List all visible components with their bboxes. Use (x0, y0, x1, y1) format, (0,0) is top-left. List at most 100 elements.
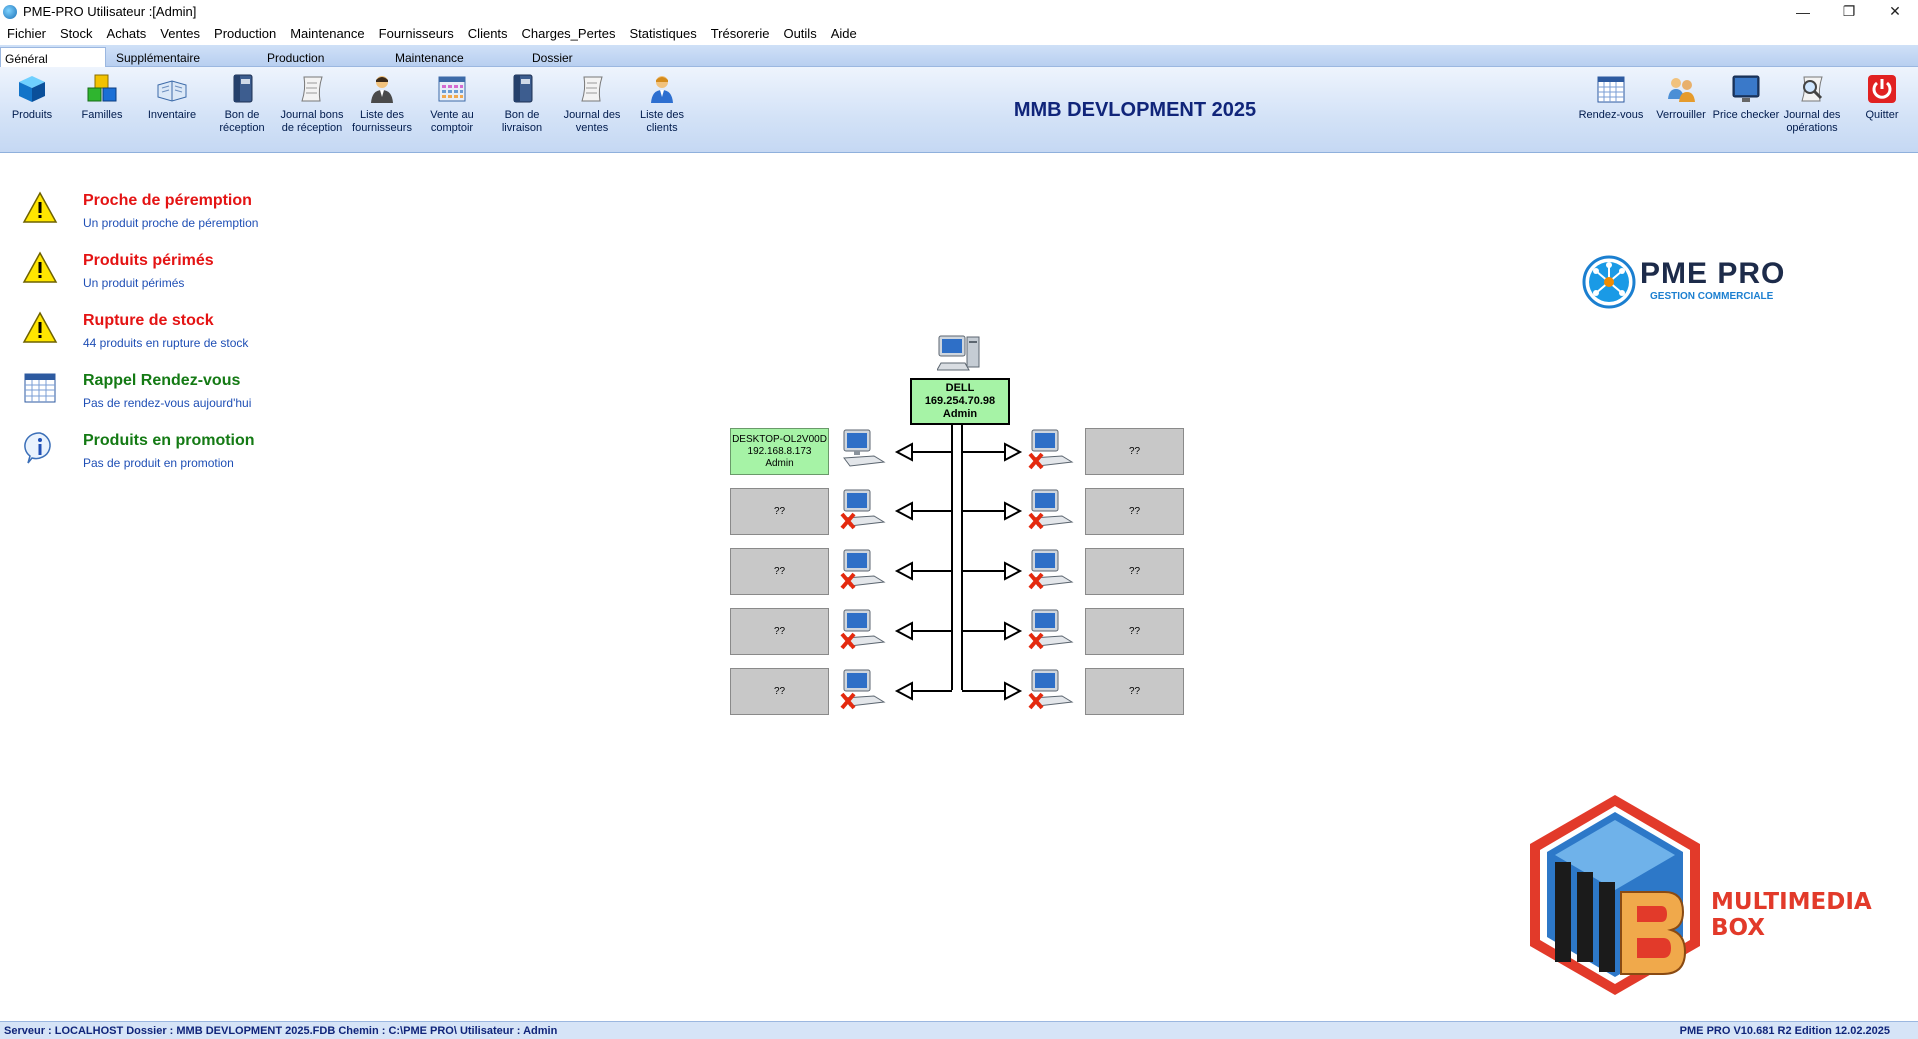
tab-bar: Général Supplémentaire Production Mainte… (0, 45, 1918, 67)
company-title: MMB DEVLOPMENT 2025 (1013, 99, 1257, 121)
client-node-left-3[interactable]: ?? (730, 548, 829, 595)
menu-fichier[interactable]: Fichier (7, 25, 47, 41)
client-node-left-5[interactable]: ?? (730, 668, 829, 715)
search-journal-icon (1796, 73, 1828, 105)
receipt-binder-icon (226, 73, 258, 105)
alert-subtitle[interactable]: 44 produits en rupture de stock (83, 336, 249, 350)
tab-production[interactable]: Production (267, 51, 325, 65)
familles-button[interactable]: Familles (67, 73, 137, 122)
verrouiller-button[interactable]: Verrouiller (1646, 73, 1716, 122)
client-node-right-4[interactable]: ?? (1085, 608, 1184, 655)
menu-stock[interactable]: Stock (60, 25, 93, 41)
scroll-journal-icon (296, 73, 328, 105)
price-checker-button[interactable]: Price checker (1711, 73, 1781, 122)
product-box-icon (16, 73, 48, 105)
monitor-icon (1730, 73, 1762, 105)
bon-de-reception-button[interactable]: Bon de réception (207, 73, 277, 135)
menu-production[interactable]: Production (214, 25, 277, 41)
offline-computer-icon (1028, 609, 1074, 650)
quitter-button[interactable]: Quitter (1847, 73, 1917, 122)
calendar-icon (24, 373, 56, 403)
journal-des-operations-button[interactable]: Journal des opérations (1777, 73, 1847, 135)
menu-fournisseurs[interactable]: Fournisseurs (378, 25, 454, 41)
minimize-button[interactable]: — (1796, 3, 1810, 20)
supplier-person-icon (366, 73, 398, 105)
offline-computer-icon (840, 489, 886, 530)
client-person-icon (646, 73, 678, 105)
offline-computer-icon (1028, 429, 1074, 470)
tab-general[interactable]: Général (0, 47, 106, 67)
mmb-hexagon-logo-icon (1530, 795, 1700, 995)
alert-subtitle[interactable]: Un produit périmés (83, 276, 185, 290)
families-cubes-icon (86, 73, 118, 105)
alert-rappel-rendez-vous[interactable]: Rappel Rendez-vous Pas de rendez-vous au… (22, 370, 362, 420)
liste-fournisseurs-button[interactable]: Liste des fournisseurs (347, 73, 417, 135)
tab-maintenance[interactable]: Maintenance (395, 51, 464, 65)
alert-proche-peremption[interactable]: Proche de péremption Un produit proche d… (22, 190, 362, 240)
tab-dossier[interactable]: Dossier (532, 51, 573, 65)
alert-subtitle[interactable]: Un produit proche de péremption (83, 216, 259, 230)
inventaire-button[interactable]: Inventaire (137, 73, 207, 122)
vente-au-comptoir-button[interactable]: Vente au comptoir (417, 73, 487, 135)
warning-icon (22, 191, 58, 223)
online-computer-icon (843, 429, 886, 467)
client-node-left-2[interactable]: ?? (730, 488, 829, 535)
menu-statistiques[interactable]: Statistiques (629, 25, 697, 41)
calendar-icon (1595, 73, 1627, 105)
alert-title: Rupture de stock (83, 312, 214, 329)
tab-supplementaire[interactable]: Supplémentaire (116, 51, 201, 65)
journal-bons-reception-button[interactable]: Journal bons de réception (277, 73, 347, 135)
offline-computer-icon (1028, 669, 1074, 710)
journal-des-ventes-button[interactable]: Journal des ventes (557, 73, 627, 135)
alert-produits-promotion[interactable]: Produits en promotion Pas de produit en … (22, 430, 362, 480)
menu-aide[interactable]: Aide (830, 25, 857, 41)
produits-button[interactable]: Produits (0, 73, 67, 122)
alert-title: Produits en promotion (83, 432, 255, 449)
client-node-left-1[interactable]: DESKTOP-OL2V00D 192.168.8.173 Admin (730, 428, 829, 475)
alert-rupture-stock[interactable]: Rupture de stock 44 produits en rupture … (22, 310, 362, 360)
multimedia-box-logo: MULTIMEDIA BOX (1525, 792, 1905, 998)
menu-bar: Fichier Stock Achats Ventes Production M… (0, 23, 1918, 43)
alert-produits-perimes[interactable]: Produits périmés Un produit périmés (22, 250, 362, 300)
window-title: PME-PRO Utilisateur :[Admin] (23, 4, 197, 19)
menu-ventes[interactable]: Ventes (160, 25, 201, 41)
client-node-left-4[interactable]: ?? (730, 608, 829, 655)
offline-computer-icon (840, 549, 886, 590)
counter-sale-icon (436, 73, 468, 105)
status-version-text: PME PRO V10.681 R2 Edition 12.02.2025 (1679, 1024, 1890, 1037)
alert-subtitle[interactable]: Pas de rendez-vous aujourd'hui (83, 396, 252, 410)
offline-computer-icon (1028, 489, 1074, 530)
power-icon (1866, 73, 1898, 105)
server-node[interactable]: DELL 169.254.70.98 Admin (910, 378, 1010, 425)
warning-icon (22, 251, 58, 283)
offline-computer-icon (1028, 549, 1074, 590)
menu-achats[interactable]: Achats (106, 25, 147, 41)
alert-title: Proche de péremption (83, 192, 252, 209)
client-node-right-3[interactable]: ?? (1085, 548, 1184, 595)
window-controls: — ❐ ✕ (1780, 0, 1918, 23)
sales-scroll-icon (576, 73, 608, 105)
ribbon-toolbar: Produits Familles Inventaire Bon de réce… (0, 67, 1918, 153)
status-left-text: Serveur : LOCALHOST Dossier : MMB DEVLOP… (4, 1024, 558, 1037)
bon-de-livraison-button[interactable]: Bon de livraison (487, 73, 557, 135)
maximize-button[interactable]: ❐ (1842, 3, 1856, 19)
rendez-vous-button[interactable]: Rendez-vous (1576, 73, 1646, 122)
status-bar: Serveur : LOCALHOST Dossier : MMB DEVLOP… (0, 1021, 1918, 1039)
client-node-right-1[interactable]: ?? (1085, 428, 1184, 475)
alert-title: Rappel Rendez-vous (83, 372, 241, 389)
client-node-right-2[interactable]: ?? (1085, 488, 1184, 535)
alert-title: Produits périmés (83, 252, 214, 269)
info-icon (24, 432, 51, 464)
menu-outils[interactable]: Outils (783, 25, 817, 41)
lock-users-icon (1665, 73, 1697, 105)
menu-maintenance[interactable]: Maintenance (290, 25, 365, 41)
app-logo-icon (3, 4, 17, 19)
liste-des-clients-button[interactable]: Liste des clients (627, 73, 697, 135)
menu-charges-pertes[interactable]: Charges_Pertes (521, 25, 616, 41)
alert-subtitle[interactable]: Pas de produit en promotion (83, 456, 234, 470)
menu-clients[interactable]: Clients (467, 25, 508, 41)
client-node-right-5[interactable]: ?? (1085, 668, 1184, 715)
offline-computer-icon (840, 609, 886, 650)
close-button[interactable]: ✕ (1889, 3, 1901, 19)
menu-tresorerie[interactable]: Trésorerie (710, 25, 770, 41)
